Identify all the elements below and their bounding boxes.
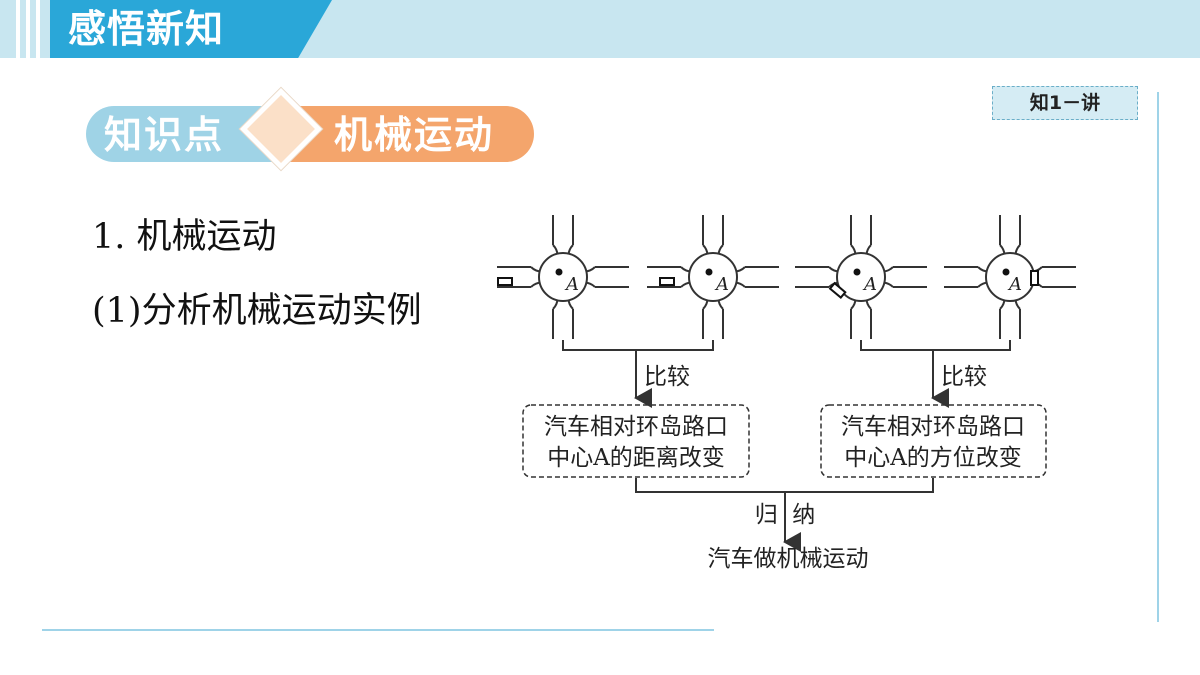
- car-icon: [828, 281, 847, 299]
- right-divider: [1157, 92, 1159, 622]
- lesson-badge: 知1－讲: [992, 86, 1138, 120]
- page-title: 感悟新知: [68, 7, 225, 51]
- topic-tab: [290, 106, 534, 162]
- knowledge-point-label: 知识点: [104, 113, 225, 157]
- compare-label-left: 比较: [644, 364, 690, 390]
- intersection-4: A: [943, 214, 1077, 340]
- bottom-divider: [42, 629, 714, 631]
- banner-stripe: [26, 0, 30, 58]
- section-subheading: (1)分析机械运动实例: [92, 291, 422, 331]
- intersection-3: A: [794, 214, 928, 340]
- banner-title-background: [50, 0, 332, 58]
- knowledge-point-topic: 机械运动: [334, 113, 495, 157]
- section-heading: 1. 机械运动: [92, 217, 277, 257]
- left-result-box: [522, 404, 750, 478]
- conclusion-text: 汽车做机械运动: [708, 546, 869, 572]
- connector-lines: [562, 340, 1011, 552]
- center-label: A: [862, 274, 877, 295]
- right-result-box: [820, 404, 1047, 478]
- car-icon: [497, 277, 513, 286]
- left-result-line2: 中心A的距离改变: [547, 445, 725, 471]
- banner-stripe: [16, 0, 20, 58]
- banner-stripe: [36, 0, 40, 58]
- center-label: A: [714, 274, 729, 295]
- right-result-line2: 中心A的方位改变: [844, 445, 1022, 471]
- left-result-line1: 汽车相对环岛路口: [544, 414, 728, 440]
- intersection-1: A: [496, 214, 630, 340]
- intersection-2: A: [646, 214, 780, 340]
- summarize-label: 归 纳: [755, 502, 816, 528]
- center-label: A: [564, 274, 579, 295]
- right-result-line1: 汽车相对环岛路口: [841, 414, 1025, 440]
- compare-label-right: 比较: [941, 364, 987, 390]
- car-icon: [659, 277, 675, 286]
- center-label: A: [1007, 274, 1022, 295]
- car-icon: [1030, 270, 1039, 286]
